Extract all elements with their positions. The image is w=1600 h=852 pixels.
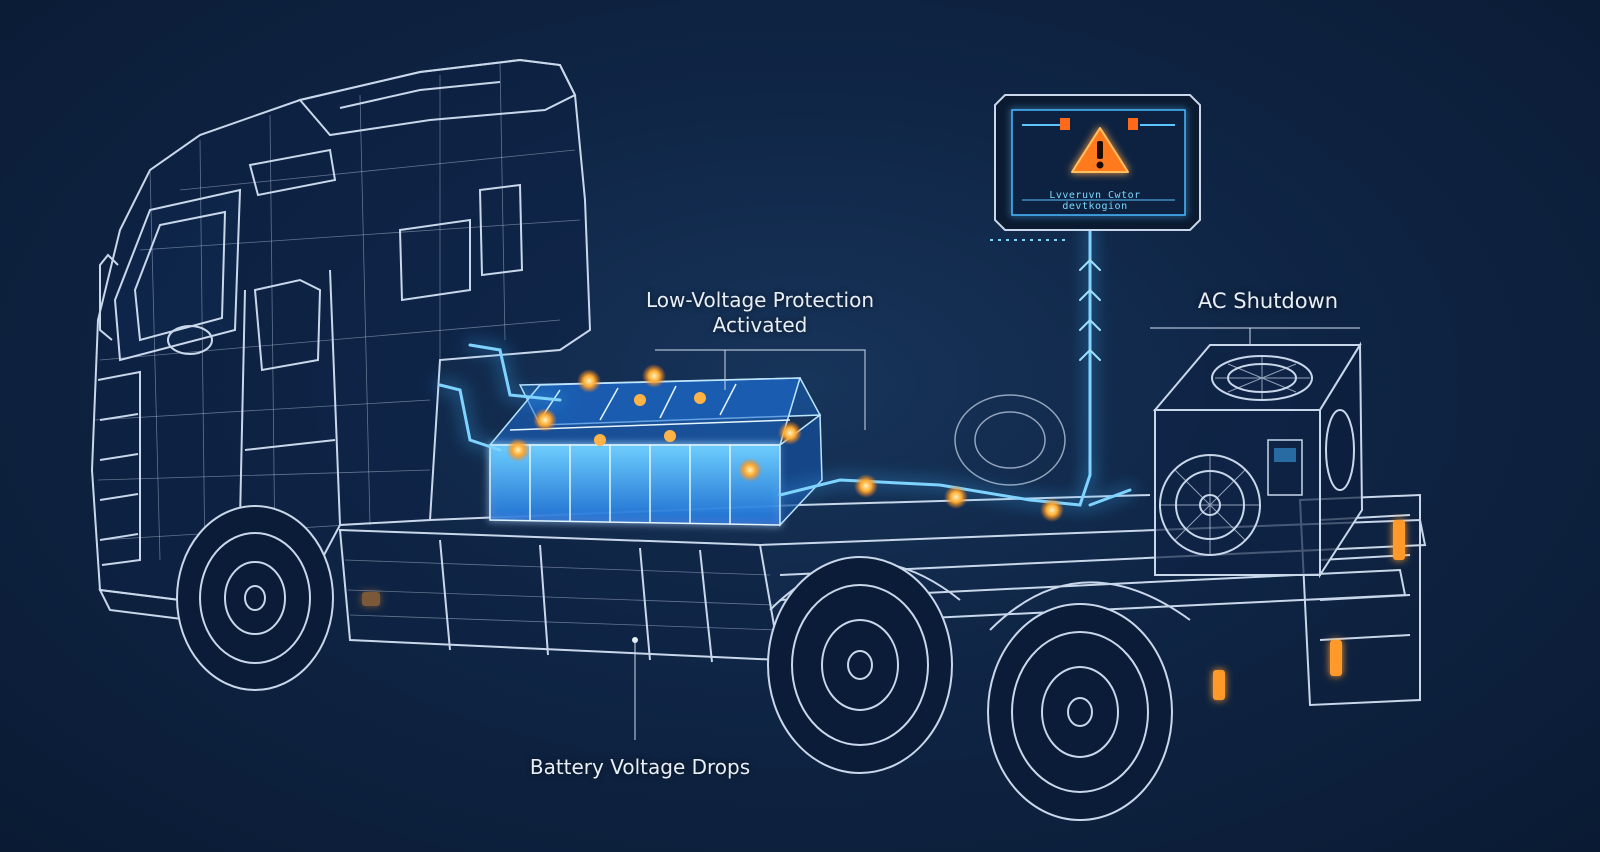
low-voltage-protection-label-line-2: Activated	[712, 313, 808, 337]
low-voltage-protection-label: Low-Voltage Protection Activated	[630, 288, 890, 338]
rear-marker-lights	[1213, 520, 1405, 700]
alert-nodes	[506, 364, 1064, 522]
warning-triangle-icon	[1071, 127, 1129, 173]
ac-unit	[1152, 341, 1364, 579]
truck-cab	[90, 58, 592, 622]
rear-upper-wheels	[954, 394, 1066, 486]
power-cables	[435, 225, 1135, 511]
low-voltage-protection-label-line-1: Low-Voltage Protection	[646, 288, 874, 312]
monitor-caption: Lvveruvn Cwtor devtkogion	[1049, 190, 1141, 212]
battery-voltage-drops-label: Battery Voltage Drops	[529, 755, 751, 779]
rear-wheel-1	[767, 556, 953, 774]
callout-lines	[634, 327, 1360, 740]
ac-shutdown-label: AC Shutdown	[1197, 289, 1339, 313]
rear-wheel-2	[987, 603, 1173, 821]
tank-callout-dot	[632, 637, 638, 643]
front-wheel	[176, 505, 334, 691]
